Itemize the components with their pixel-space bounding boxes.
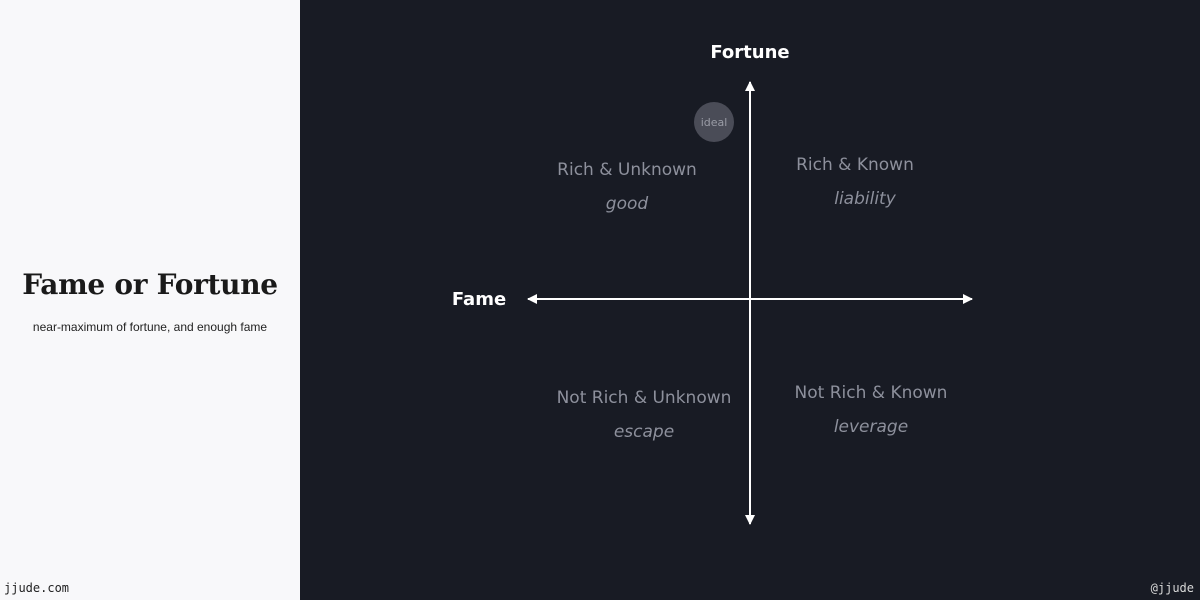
page-title: Fame or Fortune <box>22 268 278 301</box>
page-subtitle: near-maximum of fortune, and enough fame <box>32 320 268 334</box>
quadrant-diagram: Fortune Fame ideal Rich & Unknown good R… <box>452 42 973 525</box>
quadrant-bottom-right-subtitle: leverage <box>834 417 908 437</box>
diagram-panel: Fortune Fame ideal Rich & Unknown good R… <box>300 0 1200 600</box>
quadrant-bottom-right-title: Not Rich & Known <box>795 383 948 403</box>
left-panel: Fame or Fortune near-maximum of fortune,… <box>0 0 300 600</box>
quadrant-bottom-left-subtitle: escape <box>614 422 674 442</box>
quadrant-top-left-subtitle: good <box>606 194 649 214</box>
quadrant-top-left-title: Rich & Unknown <box>557 160 697 180</box>
ideal-marker <box>694 102 734 142</box>
quadrant-top-right-title: Rich & Known <box>796 155 914 175</box>
ideal-label: ideal <box>701 116 728 129</box>
author-handle: @jjude <box>1150 581 1194 595</box>
x-axis-label: Fame <box>452 289 506 310</box>
quadrant-top-right-subtitle: liability <box>834 189 896 209</box>
quadrant-bottom-left-title: Not Rich & Unknown <box>557 388 732 408</box>
y-axis-label: Fortune <box>710 42 789 63</box>
site-url: jjude.com <box>4 581 70 595</box>
